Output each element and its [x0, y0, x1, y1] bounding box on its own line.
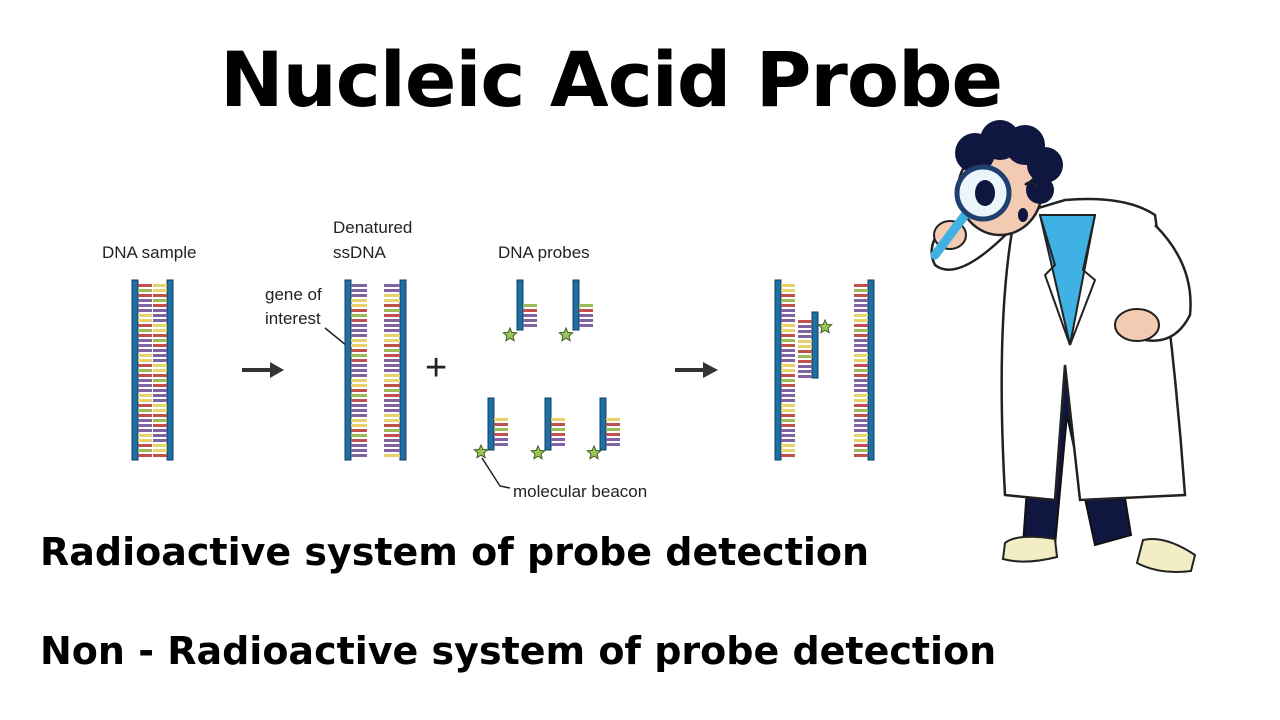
dna-probes-label: DNA probes	[498, 243, 590, 262]
dna-sample-right-strand	[166, 279, 174, 461]
probe-4	[544, 397, 552, 451]
ssdna-strand-1	[344, 279, 352, 461]
right-shoe	[1135, 538, 1197, 573]
beacon-star-5	[586, 444, 602, 460]
beacon-star-1	[502, 326, 518, 342]
interest-label: interest	[265, 309, 321, 328]
page-title: Nucleic Acid Probe	[220, 35, 1003, 124]
arrow-1	[242, 362, 284, 378]
result-strand-1	[774, 279, 782, 461]
beacon-star-3	[473, 443, 489, 459]
radioactive-detection-text: Radioactive system of probe detection	[40, 530, 870, 574]
scientist-illustration	[930, 120, 1197, 573]
right-arm	[1144, 224, 1192, 342]
dna-sample-left-strand	[131, 279, 139, 461]
probe-3	[487, 397, 495, 451]
right-hand	[1114, 308, 1160, 342]
ssdna-strand-2	[399, 279, 407, 461]
probe-2	[572, 279, 580, 331]
shirt	[1038, 214, 1097, 346]
probe-1	[516, 279, 524, 331]
beacon-star-4	[530, 444, 546, 460]
bound-probe	[811, 311, 819, 379]
arrow-2	[675, 362, 718, 378]
gene-label: gene of	[265, 285, 322, 304]
dna-sample-label: DNA sample	[102, 243, 196, 262]
probe-5	[599, 397, 607, 451]
denatured-label: Denatured	[333, 218, 412, 237]
beacon-pointer	[481, 457, 511, 489]
probe-diagram: DNA sample Denatured ssDNA gene of inter…	[102, 218, 875, 501]
lab-coat	[1000, 197, 1187, 502]
non-radioactive-detection-text: Non - Radioactive system of probe detect…	[40, 629, 997, 673]
result-strand-2	[867, 279, 875, 461]
left-shoe	[1001, 535, 1059, 563]
beacon-star-bound	[817, 318, 833, 334]
molecular-beacon-label: molecular beacon	[513, 482, 647, 501]
hair	[955, 120, 1063, 204]
plus-symbol: +	[425, 347, 447, 389]
magnifier-icon	[930, 164, 1012, 260]
ssdna-label: ssDNA	[333, 243, 387, 262]
beacon-star-2	[558, 326, 574, 342]
